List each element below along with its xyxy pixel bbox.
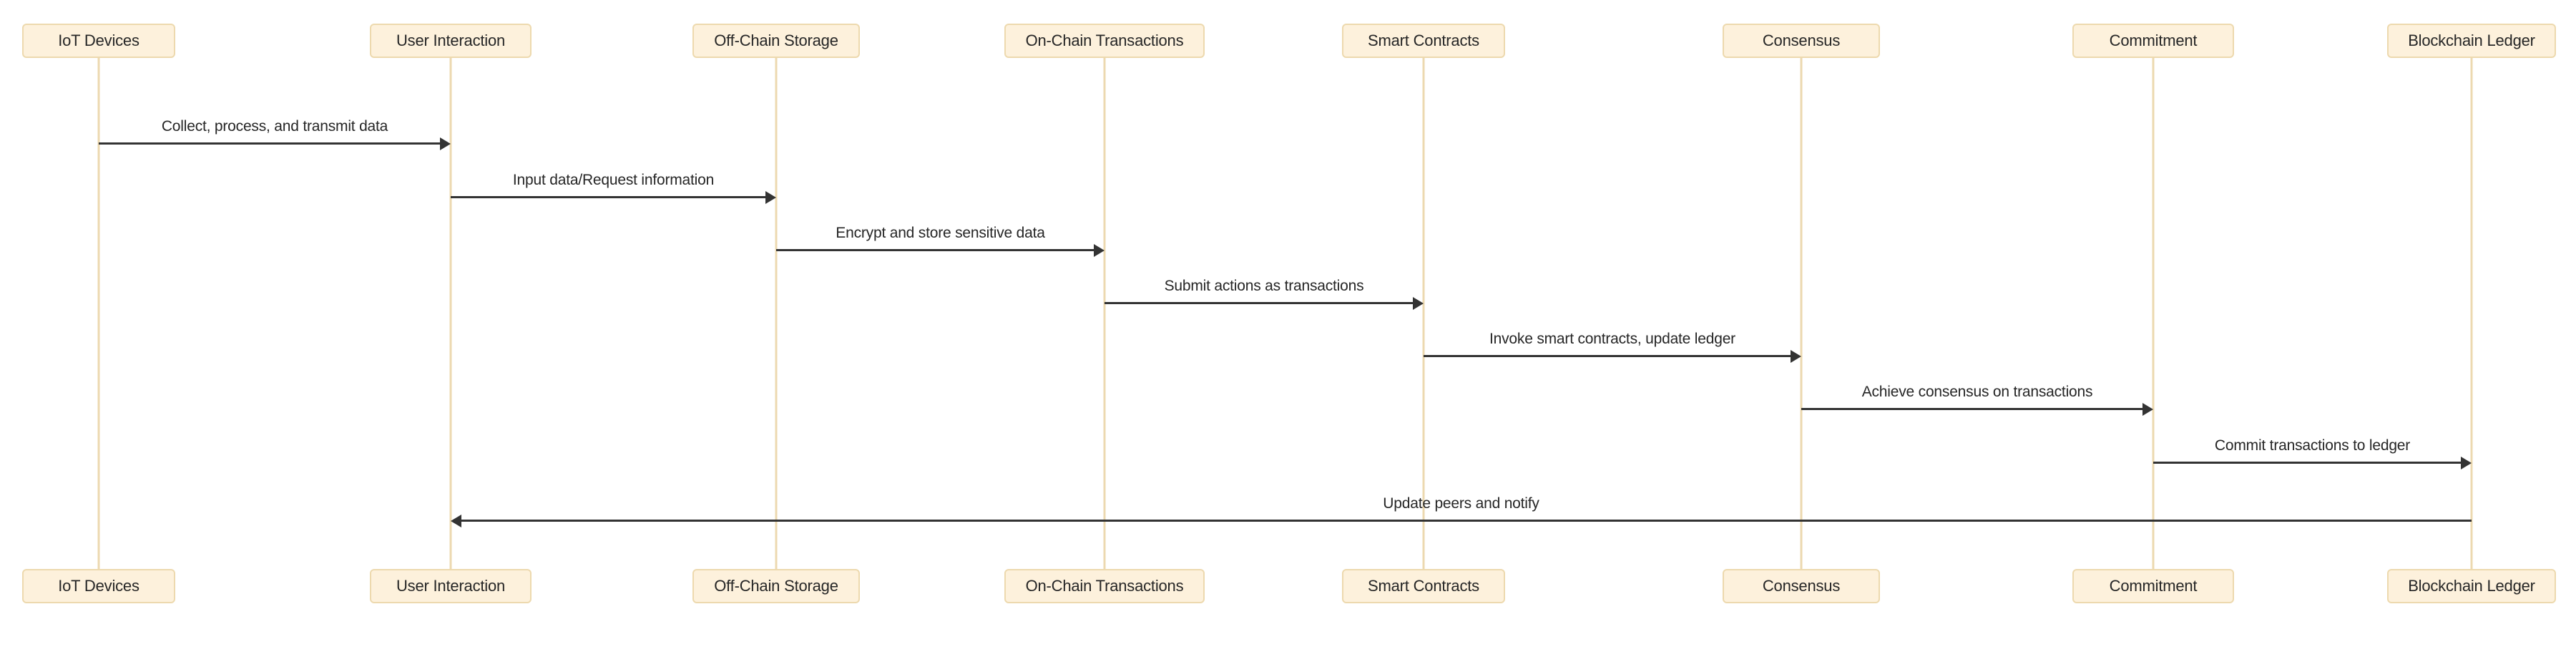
participant-label: Smart Contracts (1368, 577, 1479, 595)
lifeline-commitment (2152, 58, 2155, 569)
participant-header-consensus[interactable]: Consensus (1723, 24, 1880, 58)
message-line-msg-8 (460, 520, 2472, 522)
participant-label: On-Chain Transactions (1025, 31, 1184, 49)
participant-header-user-interaction[interactable]: User Interaction (370, 24, 532, 58)
participant-header-smart-contracts[interactable]: Smart Contracts (1342, 24, 1505, 58)
participant-label: Off-Chain Storage (714, 31, 838, 49)
lifeline-on-chain-transactions (1103, 58, 1106, 569)
participant-header-blockchain-ledger[interactable]: Blockchain Ledger (2387, 24, 2556, 58)
participant-label: Commitment (2109, 577, 2198, 595)
message-label-msg-7: Commit transactions to ledger (2214, 437, 2411, 454)
message-label-msg-2: Input data/Request information (512, 172, 715, 188)
participant-footer-blockchain-ledger[interactable]: Blockchain Ledger (2387, 569, 2556, 603)
message-line-msg-3 (776, 249, 1095, 251)
participant-label: Commitment (2109, 31, 2198, 49)
lifeline-user-interaction (449, 58, 452, 569)
participant-footer-on-chain-transactions[interactable]: On-Chain Transactions (1004, 569, 1205, 603)
lifeline-blockchain-ledger (2470, 58, 2473, 569)
participant-label: User Interaction (396, 31, 506, 49)
participant-label: Blockchain Ledger (2408, 31, 2535, 49)
participant-label: Consensus (1762, 577, 1841, 595)
message-label-msg-6: Achieve consensus on transactions (1861, 384, 2093, 400)
participant-header-iot-devices[interactable]: IoT Devices (22, 24, 175, 58)
message-arrowhead-right (765, 190, 776, 204)
message-line-msg-1 (99, 142, 441, 145)
message-arrowhead-right (1791, 349, 1801, 363)
message-arrowhead-left (451, 514, 461, 527)
participant-header-off-chain-storage[interactable]: Off-Chain Storage (692, 24, 860, 58)
message-label-msg-1: Collect, process, and transmit data (161, 118, 388, 135)
participant-footer-commitment[interactable]: Commitment (2072, 569, 2234, 603)
lifeline-iot-devices (97, 58, 100, 569)
participant-footer-smart-contracts[interactable]: Smart Contracts (1342, 569, 1505, 603)
participant-label: User Interaction (396, 577, 506, 595)
participant-label: Consensus (1762, 31, 1841, 49)
lifeline-off-chain-storage (775, 58, 778, 569)
message-label-msg-4: Submit actions as transactions (1164, 278, 1364, 294)
message-arrowhead-right (1094, 243, 1105, 257)
message-label-msg-5: Invoke smart contracts, update ledger (1489, 331, 1735, 347)
message-arrowhead-right (440, 137, 451, 150)
participant-label: IoT Devices (58, 31, 139, 49)
lifeline-smart-contracts (1422, 58, 1425, 569)
message-label-msg-3: Encrypt and store sensitive data (836, 225, 1045, 241)
message-line-msg-6 (1801, 408, 2144, 410)
participant-label: Smart Contracts (1368, 31, 1479, 49)
message-line-msg-4 (1105, 302, 1414, 304)
message-arrowhead-right (2142, 402, 2153, 416)
participant-label: On-Chain Transactions (1025, 577, 1184, 595)
message-label-msg-8: Update peers and notify (1383, 495, 1539, 512)
participant-header-commitment[interactable]: Commitment (2072, 24, 2234, 58)
message-line-msg-5 (1424, 355, 1792, 357)
message-line-msg-2 (451, 196, 767, 198)
participant-label: IoT Devices (58, 577, 139, 595)
message-arrowhead-right (2461, 456, 2472, 469)
message-line-msg-7 (2153, 462, 2462, 464)
message-arrowhead-right (1413, 296, 1424, 310)
participant-label: Blockchain Ledger (2408, 577, 2535, 595)
participant-footer-user-interaction[interactable]: User Interaction (370, 569, 532, 603)
participant-footer-consensus[interactable]: Consensus (1723, 569, 1880, 603)
lifeline-consensus (1800, 58, 1803, 569)
participant-header-on-chain-transactions[interactable]: On-Chain Transactions (1004, 24, 1205, 58)
participant-footer-iot-devices[interactable]: IoT Devices (22, 569, 175, 603)
participant-footer-off-chain-storage[interactable]: Off-Chain Storage (692, 569, 860, 603)
participant-label: Off-Chain Storage (714, 577, 838, 595)
